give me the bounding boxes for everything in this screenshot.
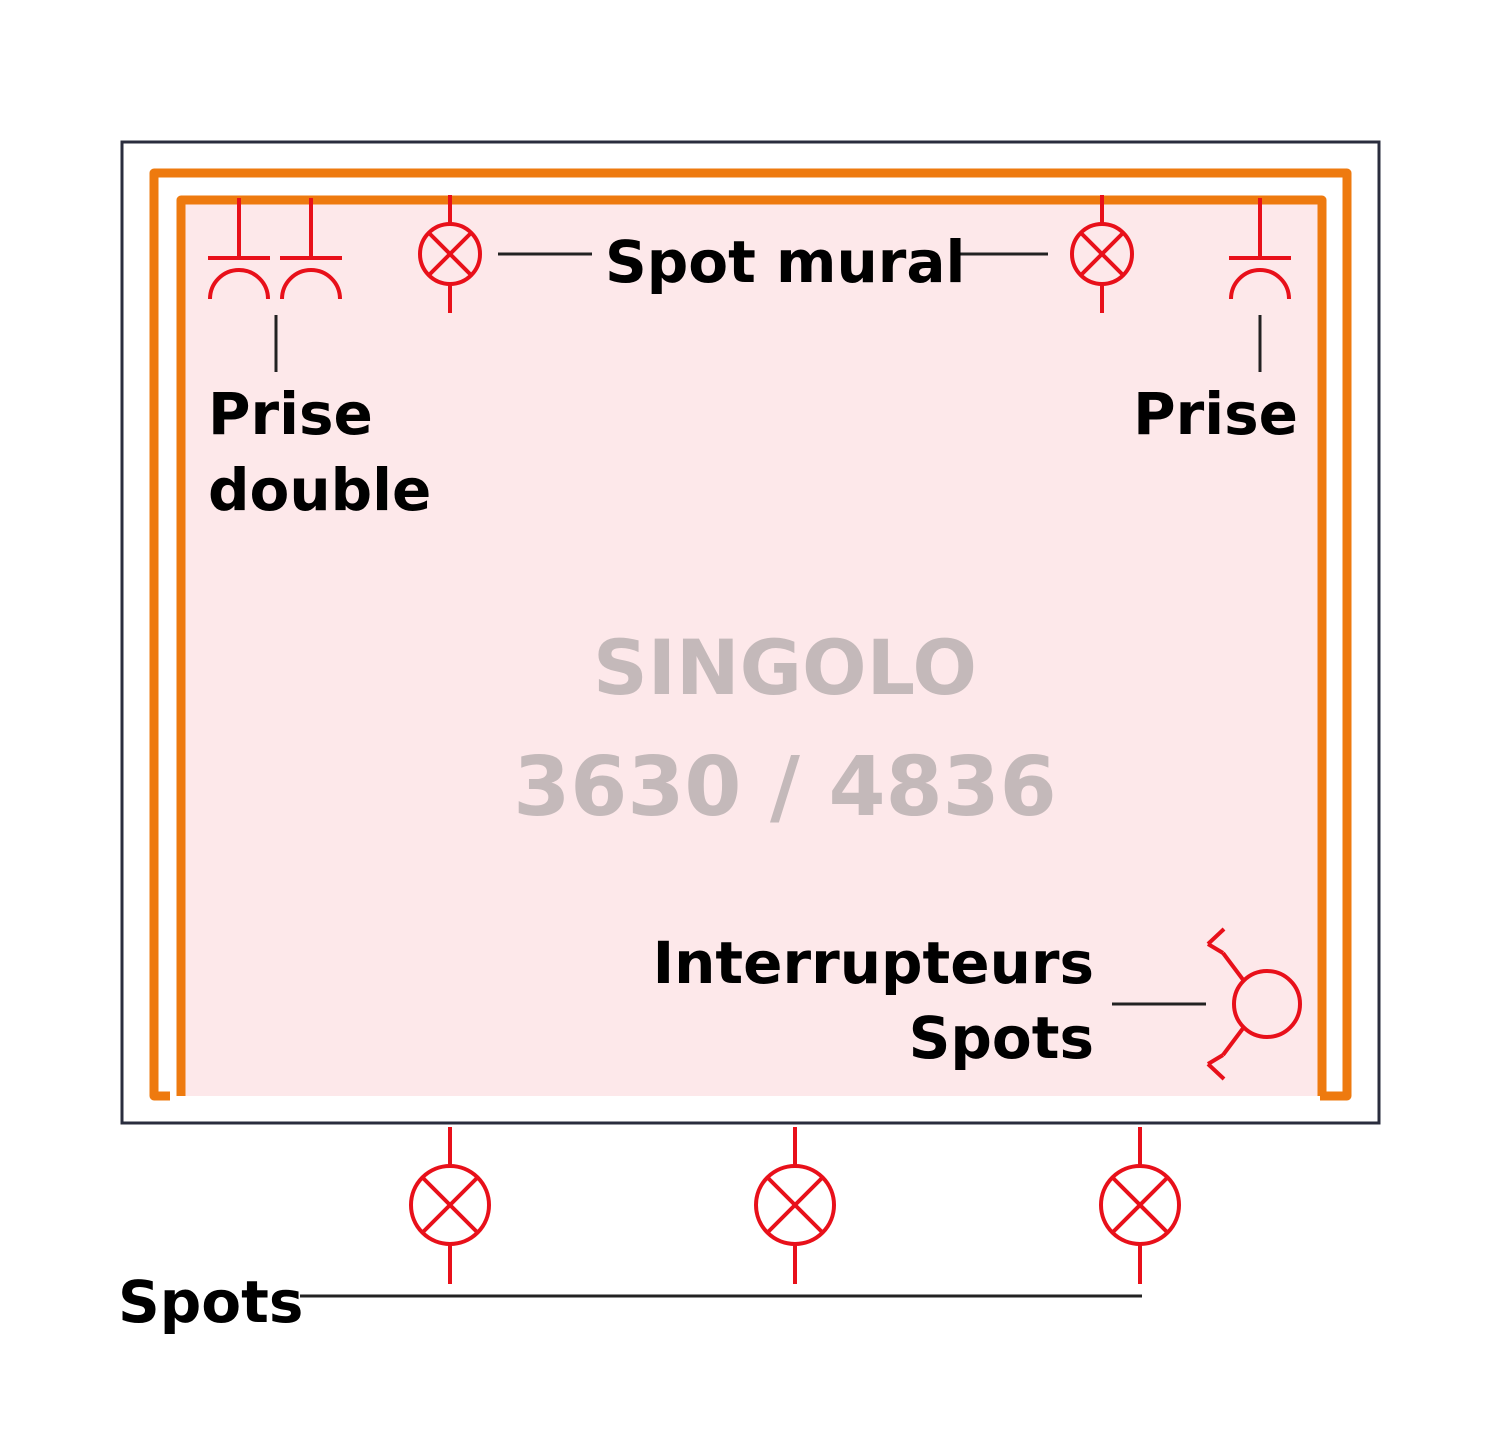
watermark-brand: SINGOLO	[593, 623, 977, 712]
wall-light-icon	[418, 195, 482, 313]
frame-inner-line	[176, 195, 1327, 1096]
switch-icon	[1206, 927, 1302, 1081]
label-prise-double-line1: Prise	[208, 380, 373, 448]
wall-light-icon	[1070, 195, 1134, 313]
watermark-model: 3630 / 4836	[513, 740, 1057, 835]
double-socket-icon	[208, 198, 342, 300]
label-prise-double-line2: double	[208, 456, 432, 524]
label-spot-mural: Spot mural	[605, 228, 966, 296]
ceiling-spot-icon	[1099, 1127, 1181, 1284]
label-spots: Spots	[118, 1268, 304, 1336]
label-interrupteurs-line1: Interrupteurs	[652, 929, 1094, 997]
label-interrupteurs-line2: Spots	[908, 1004, 1094, 1072]
frame-outer-line	[149, 168, 1352, 1101]
ceiling-spot-icon	[409, 1127, 491, 1284]
room-interior	[183, 203, 1319, 1096]
socket-icon	[1229, 198, 1291, 300]
ceiling-spot-icon	[754, 1127, 836, 1284]
label-prise: Prise	[1133, 380, 1298, 448]
